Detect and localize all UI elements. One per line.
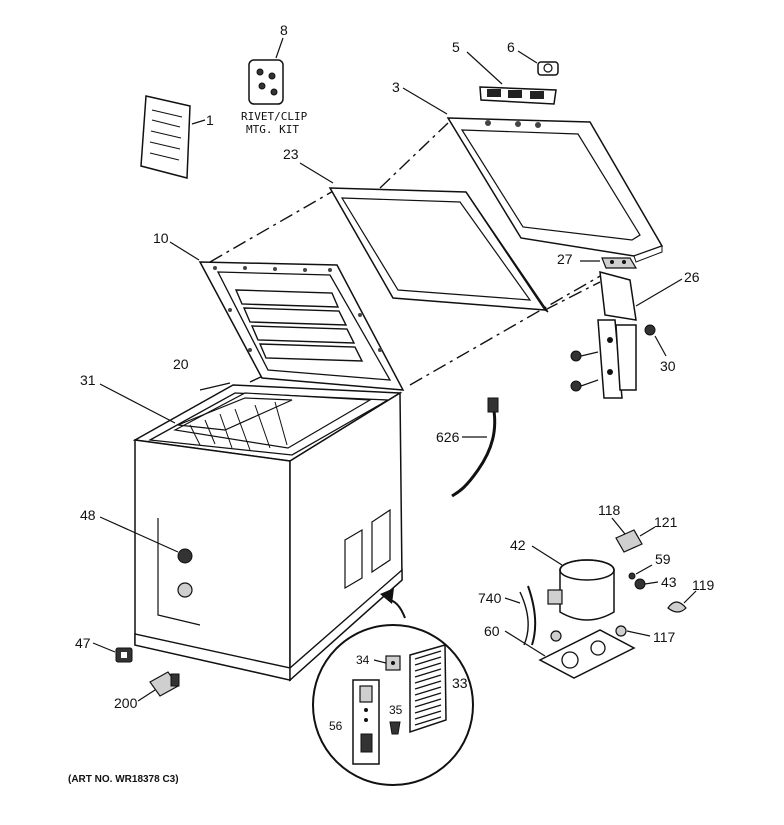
part-35-knob — [389, 721, 401, 735]
part-26-hinge — [597, 270, 683, 399]
label-740: 740 — [478, 590, 502, 606]
label-31: 31 — [80, 372, 96, 388]
part-626-power-cord — [451, 397, 499, 498]
label-26: 26 — [684, 269, 700, 285]
part-23-lid-liner — [299, 162, 549, 313]
part-59-fitting — [628, 564, 653, 580]
part-10-lid-inner — [169, 241, 405, 391]
label-117: 117 — [653, 629, 676, 645]
label-35: 35 — [389, 703, 403, 717]
part-31-basket — [99, 383, 293, 451]
label-119: 119 — [692, 577, 715, 593]
part-48-drain-plug — [99, 516, 193, 598]
part-1-instruction-card — [140, 95, 206, 179]
part-117-mount — [550, 625, 651, 642]
art-number: (ART NO. WR18378 C3) — [68, 774, 179, 785]
part-6-lock-cap — [517, 50, 559, 76]
label-27: 27 — [557, 251, 573, 267]
label-3: 3 — [392, 79, 400, 95]
label-6: 6 — [507, 39, 515, 55]
label-10: 10 — [153, 230, 169, 246]
part-34-switch — [373, 655, 401, 671]
label-121: 121 — [654, 514, 678, 530]
part-56-control — [352, 679, 380, 765]
part-121-clip — [639, 526, 656, 537]
part-60-base-plate — [504, 629, 636, 679]
part-119-relay — [667, 590, 697, 613]
label-47: 47 — [75, 635, 91, 651]
label-8: 8 — [280, 22, 288, 38]
part-47-clip — [92, 642, 133, 663]
label-118: 118 — [598, 502, 621, 518]
part-200-drain-fitting — [137, 671, 180, 702]
label-1: 1 — [206, 112, 214, 128]
label-626: 626 — [436, 429, 460, 445]
label-56: 56 — [329, 719, 343, 733]
part-118-grommet — [611, 517, 643, 553]
label-59: 59 — [655, 551, 671, 567]
detail-inset — [312, 588, 474, 786]
part-42-compressor — [531, 545, 615, 621]
part-5-lid-handle — [466, 51, 557, 105]
part-740-capillary — [504, 585, 537, 646]
part-27-hinge-plate — [580, 257, 638, 269]
part-8-rivet-clip-kit — [248, 37, 284, 105]
label-34: 34 — [356, 653, 370, 667]
label-48: 48 — [80, 507, 96, 523]
callout-labels: 1 3 5 6 8 10 20 23 26 27 30 31 33 34 35 … — [68, 22, 715, 785]
part-3-lid-outer — [402, 87, 664, 263]
label-33: 33 — [452, 675, 468, 691]
label-42: 42 — [510, 537, 526, 553]
part-30-screw — [570, 324, 667, 392]
kit-label-line1: RIVET/CLIP — [241, 110, 308, 123]
label-5: 5 — [452, 39, 460, 55]
label-200: 200 — [114, 695, 138, 711]
label-23: 23 — [283, 146, 299, 162]
part-20-cabinet — [132, 382, 403, 682]
label-30: 30 — [660, 358, 676, 374]
label-43: 43 — [661, 574, 677, 590]
label-60: 60 — [484, 623, 500, 639]
label-20: 20 — [173, 356, 189, 372]
kit-label-line2: MTG. KIT — [246, 123, 299, 136]
part-43-overload — [634, 578, 659, 590]
part-33-vent-grille — [409, 644, 447, 734]
